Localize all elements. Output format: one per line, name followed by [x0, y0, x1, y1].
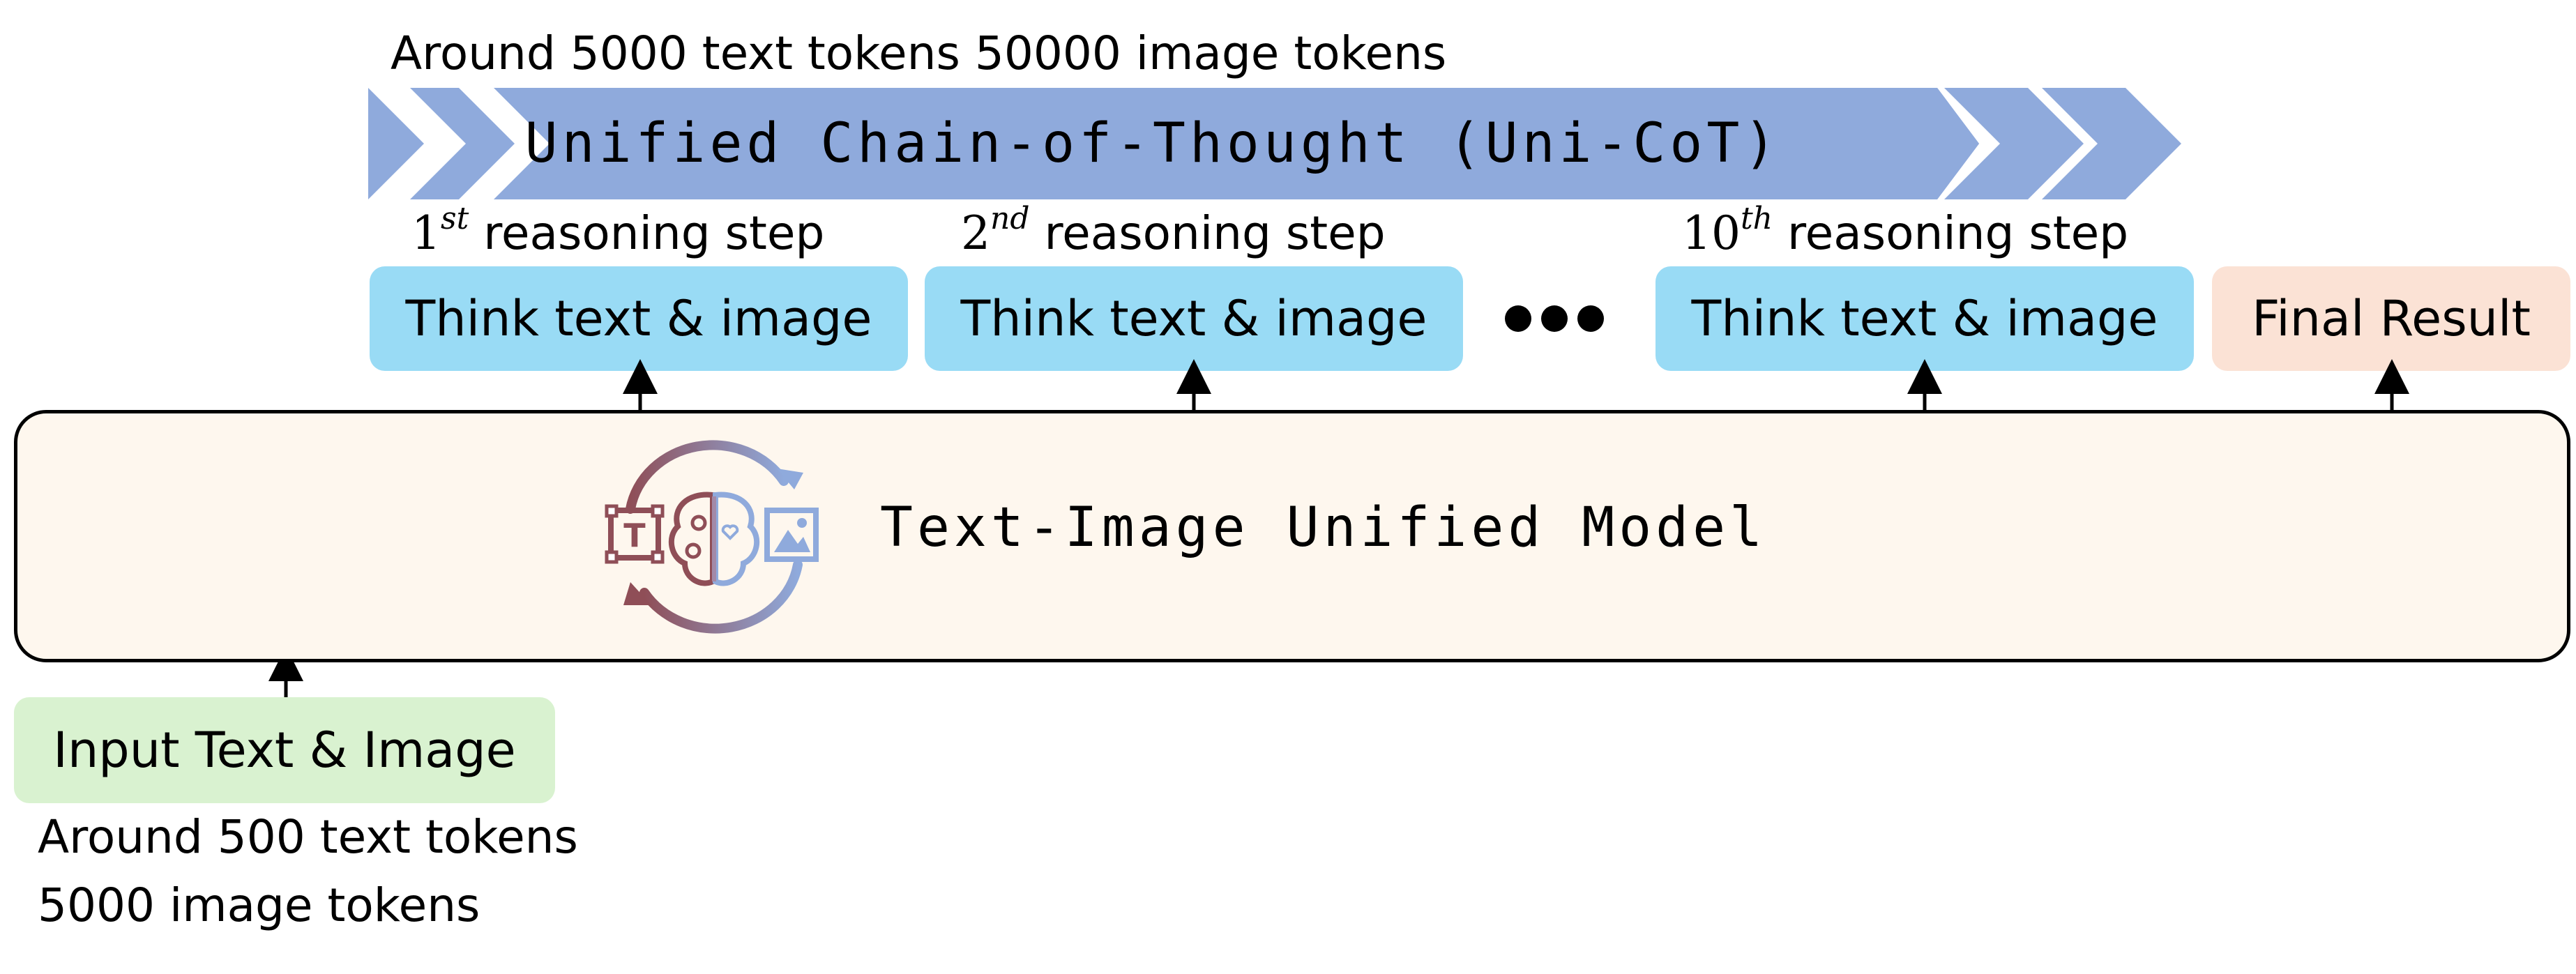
- chevron-right-2: [2042, 88, 2181, 199]
- chevron-left-2: [459, 88, 550, 199]
- cot-banner: [368, 88, 2181, 199]
- three-dots-icon: [1505, 305, 1604, 332]
- think-box-step-1: Think text & image: [370, 266, 908, 371]
- svg-text:T: T: [623, 517, 646, 554]
- input-box: Input Text & Image: [14, 697, 555, 803]
- unified-model-label: Text-Image Unified Model: [880, 496, 1767, 559]
- cot-banner-title: Unified Chain-of-Thought (Uni-CoT): [524, 112, 1781, 175]
- chevron-left-1: [368, 88, 466, 199]
- step-label-2: 2nd reasoning step: [961, 201, 1386, 260]
- step-label-10: 10th reasoning step: [1682, 201, 2129, 260]
- step-label-1: 1st reasoning step: [411, 201, 825, 260]
- dot: [1541, 305, 1568, 332]
- think-box-step-2: Think text & image: [925, 266, 1463, 371]
- dot: [1505, 305, 1531, 332]
- think-box-step-10: Think text & image: [1656, 266, 2194, 371]
- cot-token-caption: Around 5000 text tokens 50000 image toke…: [391, 26, 1447, 80]
- unified-model-box: [14, 410, 2570, 662]
- input-token-caption-line1: Around 500 text tokens: [38, 810, 578, 864]
- final-result-box: Final Result: [2212, 266, 2570, 371]
- chevron-right-1: [1944, 88, 2084, 199]
- text-image-brain-cycle-icon: T: [605, 440, 819, 634]
- dot: [1577, 305, 1604, 332]
- input-token-caption-line2: 5000 image tokens: [38, 878, 480, 932]
- cot-banner-band-fill: [368, 88, 1979, 199]
